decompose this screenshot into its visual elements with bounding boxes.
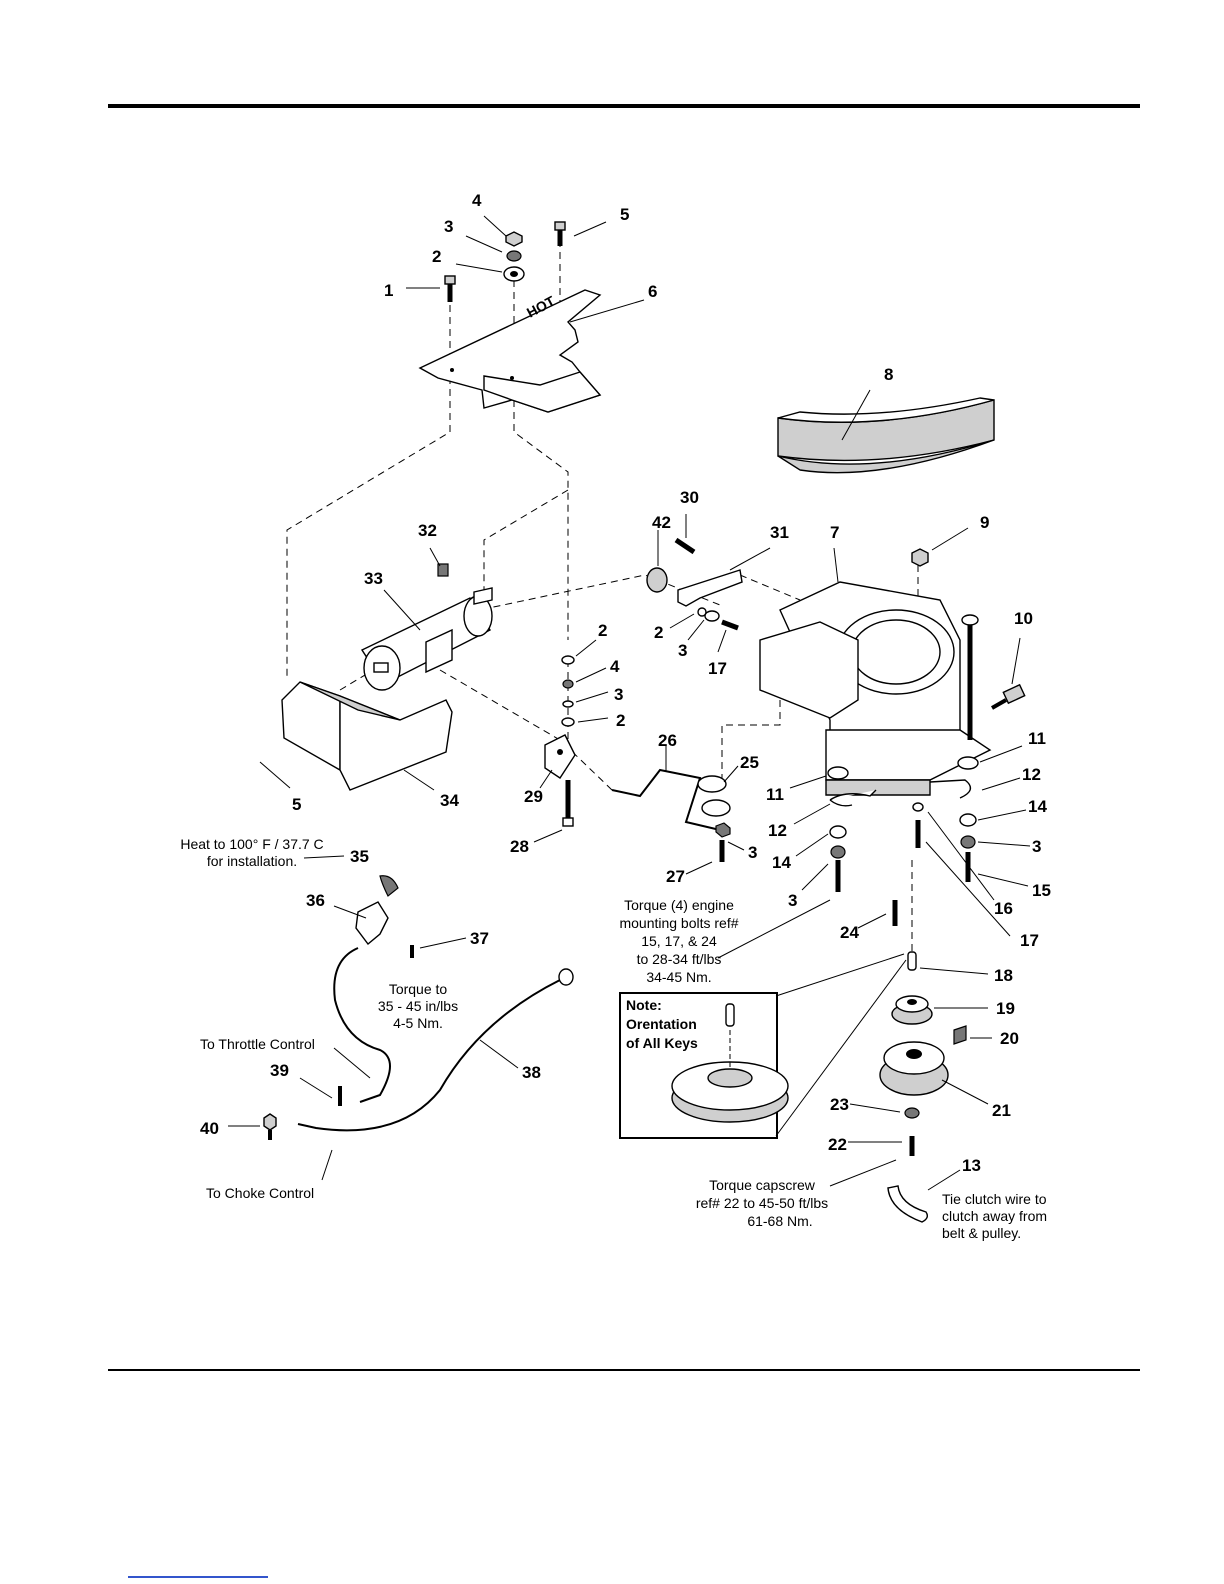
fuel-fitting: [991, 683, 1026, 710]
callout-2-middle: 2: [598, 621, 607, 640]
engine-torque-line3: 15, 17, & 24: [641, 933, 717, 949]
callout-14-left: 14: [772, 853, 791, 872]
heat-note-line1: Heat to 100° F / 37.7 C: [180, 836, 323, 852]
callout-32: 32: [418, 521, 437, 540]
middle-hardware-stack: [544, 655, 576, 827]
choke-label: To Choke Control: [206, 1185, 314, 1201]
callout-30: 30: [680, 488, 699, 507]
callout-17-bracket: 17: [708, 659, 727, 678]
callout-2: 2: [432, 247, 441, 266]
engine-assembly: [759, 548, 992, 796]
callout-3-bracket: 3: [678, 641, 687, 660]
callout-3-left-engine: 3: [788, 891, 797, 910]
callout-2-bracket: 2: [654, 623, 663, 642]
callout-29: 29: [524, 787, 543, 806]
callout-38: 38: [522, 1063, 541, 1082]
callout-14-right: 14: [1028, 797, 1047, 816]
callout-35: 35: [350, 847, 369, 866]
heat-note-line2: for installation.: [207, 853, 297, 869]
callout-5: 5: [620, 205, 629, 224]
control-linkage-rod: [611, 768, 731, 862]
footer-rule: [108, 1369, 1140, 1371]
annotation-notes: Heat to 100° F / 37.7 C for installation…: [180, 836, 1047, 1241]
callout-42: 42: [652, 513, 671, 532]
callout-1: 1: [384, 281, 393, 300]
callout-20: 20: [1000, 1029, 1019, 1048]
blower-housing-duct: [777, 397, 995, 474]
callout-23: 23: [830, 1095, 849, 1114]
footer-link-underline: [128, 1576, 268, 1578]
top-hardware: [444, 221, 566, 302]
tie-note-line3: belt & pulley.: [942, 1225, 1021, 1241]
callout-34: 34: [440, 791, 459, 810]
callout-16: 16: [994, 899, 1013, 918]
callout-11-right: 11: [1028, 729, 1046, 748]
engine-mount-hardware: [827, 756, 979, 926]
capscrew-line2: ref# 22 to 45-50 ft/lbs: [696, 1195, 828, 1211]
heat-shield: HOT: [418, 289, 602, 413]
callout-3-rod: 3: [748, 843, 757, 862]
keys-note-line3: of All Keys: [626, 1035, 698, 1051]
callout-12-left: 12: [768, 821, 787, 840]
capscrew-line1: Torque capscrew: [709, 1177, 816, 1193]
tie-note-line2: clutch away from: [942, 1208, 1047, 1224]
leader-lines: [228, 215, 1031, 1191]
engine-torque-line4: to 28-34 ft/lbs: [637, 951, 722, 967]
engine-torque-line2: mounting bolts ref#: [619, 915, 738, 931]
mount-bracket: [646, 537, 743, 631]
muffler-guard: [281, 681, 453, 791]
callout-numbers: 4 3 2 1 5 6 8 30 42 31 7 9 32 33 10 2 4 …: [200, 191, 1051, 1175]
torque37-line3: 4-5 Nm.: [393, 1015, 443, 1031]
callout-4: 4: [472, 191, 482, 210]
callout-18: 18: [994, 966, 1013, 985]
keys-note-line2: Orentation: [626, 1016, 697, 1032]
callout-11-left: 11: [766, 785, 784, 804]
callout-17-engine: 17: [1020, 931, 1039, 950]
callout-31: 31: [770, 523, 789, 542]
callout-19: 19: [996, 999, 1015, 1018]
callout-26: 26: [658, 731, 677, 750]
callout-6: 6: [648, 282, 657, 301]
engine-torque-line1: Torque (4) engine: [624, 897, 734, 913]
torque37-line1: Torque to: [389, 981, 448, 997]
callout-15: 15: [1032, 881, 1051, 900]
callout-36: 36: [306, 891, 325, 910]
tie-note-line1: Tie clutch wire to: [942, 1191, 1047, 1207]
callout-25: 25: [740, 753, 759, 772]
callout-10: 10: [1014, 609, 1033, 628]
callout-27: 27: [666, 867, 685, 886]
engine-torque-line5: 34-45 Nm.: [646, 969, 711, 985]
clutch-pulley-stack: [879, 951, 967, 1223]
callout-3-right-engine: 3: [1032, 837, 1041, 856]
keys-note-line1: Note:: [626, 997, 662, 1013]
control-cables: [263, 875, 574, 1140]
callout-8: 8: [884, 365, 893, 384]
muffler: [360, 563, 493, 691]
throttle-label: To Throttle Control: [200, 1036, 315, 1052]
callout-40: 40: [200, 1119, 219, 1138]
callout-5-lower: 5: [292, 795, 301, 814]
callout-4-middle: 4: [610, 657, 620, 676]
callout-7: 7: [830, 523, 839, 542]
callout-24: 24: [840, 923, 859, 942]
header-rule: [108, 104, 1140, 108]
capscrew-line3: 61-68 Nm.: [747, 1213, 812, 1229]
callout-3-middle: 3: [614, 685, 623, 704]
callout-3: 3: [444, 217, 453, 236]
callout-22: 22: [828, 1135, 847, 1154]
callout-2-lower: 2: [616, 711, 625, 730]
callout-21: 21: [992, 1101, 1011, 1120]
callout-39: 39: [270, 1061, 289, 1080]
callout-9: 9: [980, 513, 989, 532]
callout-13: 13: [962, 1156, 981, 1175]
callout-37: 37: [470, 929, 489, 948]
callout-33: 33: [364, 569, 383, 588]
callout-28: 28: [510, 837, 529, 856]
torque37-line2: 35 - 45 in/lbs: [378, 998, 458, 1014]
key-orientation-inset: [619, 992, 789, 1139]
callout-12-right: 12: [1022, 765, 1041, 784]
